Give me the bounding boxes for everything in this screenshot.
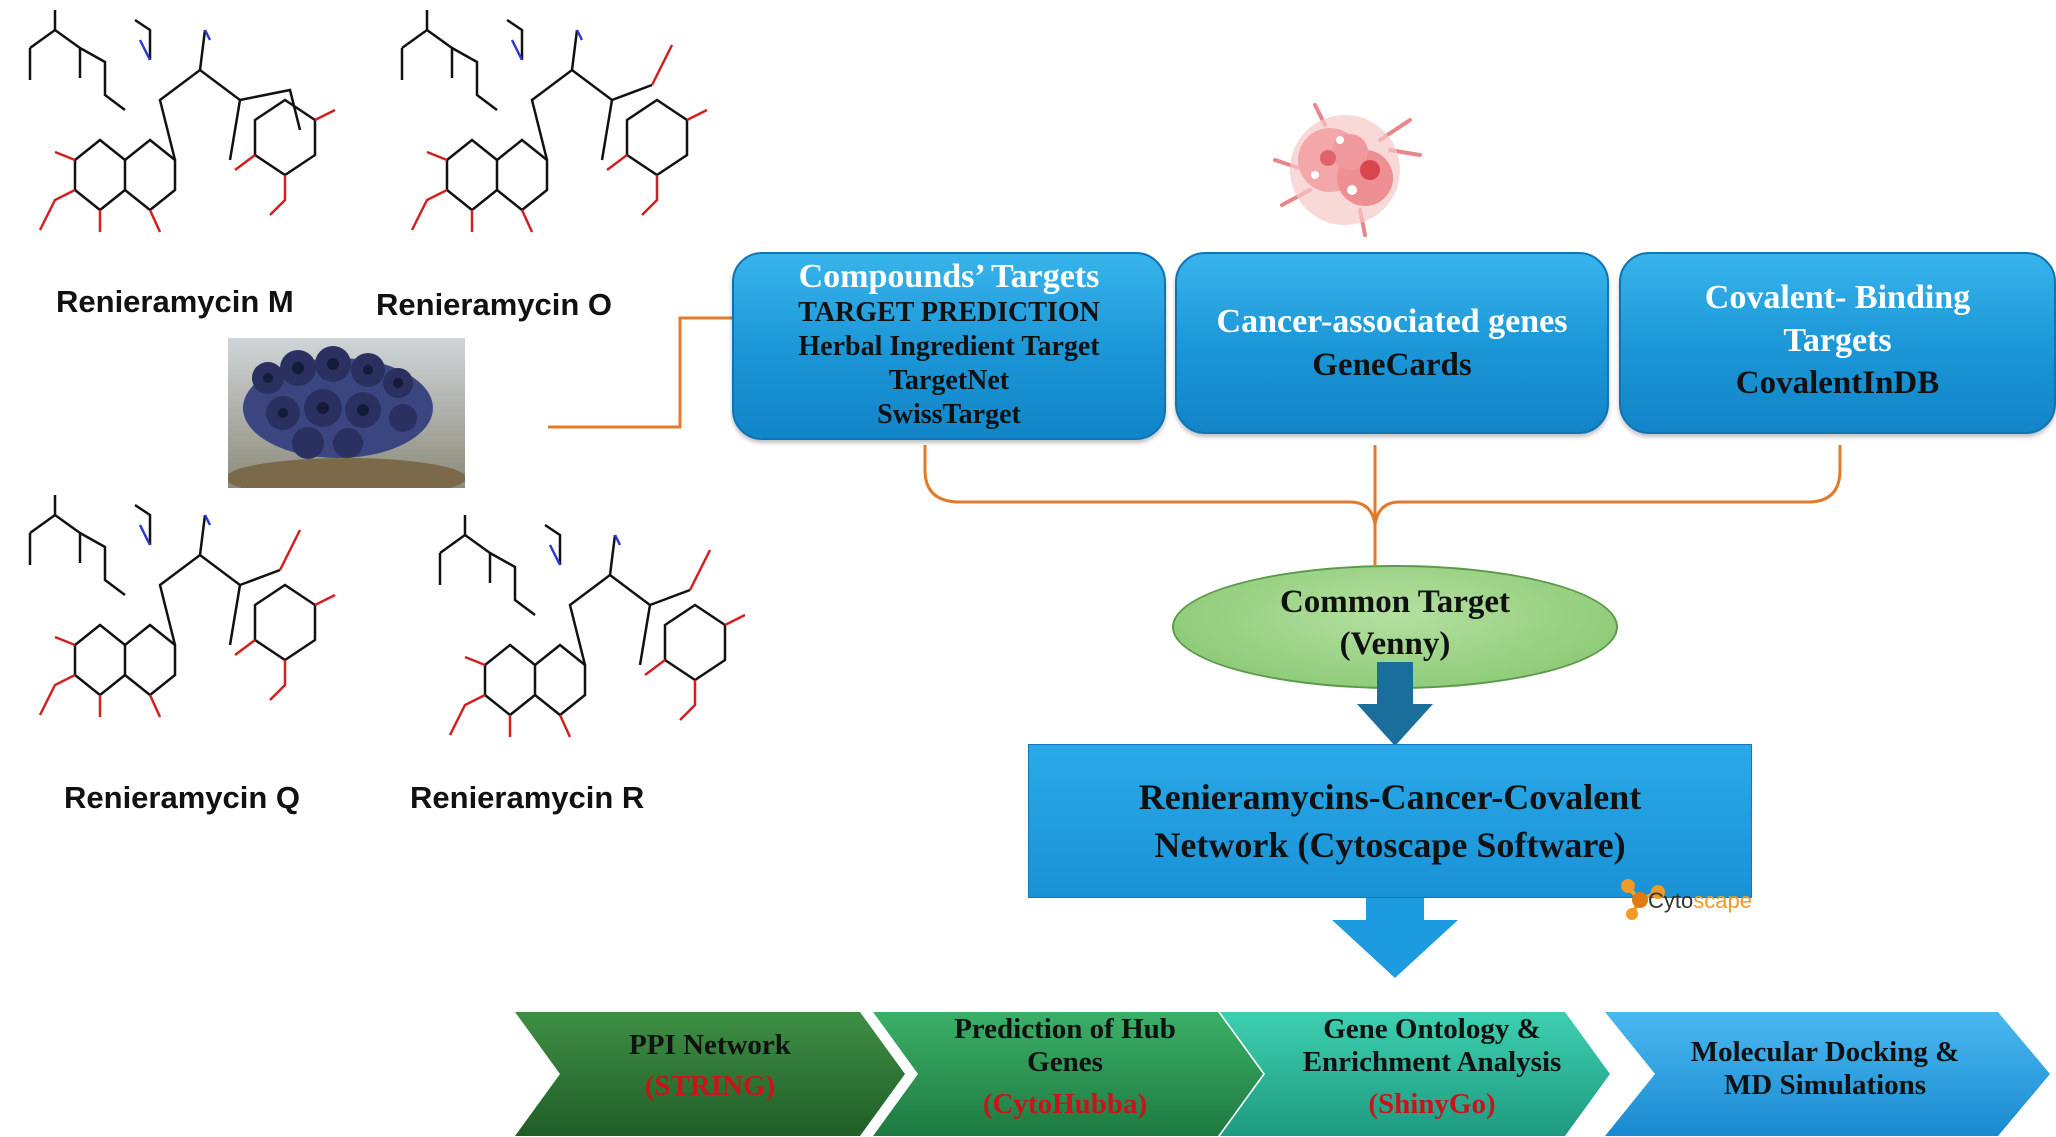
compound-label-o: Renieramycin O — [376, 287, 613, 322]
compound-label-q: Renieramycin Q — [64, 780, 301, 815]
step-1-text: PPI Network (STRING) — [560, 1028, 860, 1103]
step-chevron-2 — [873, 1012, 1263, 1136]
compound-label-r: Renieramycin R — [410, 780, 645, 815]
step-4-text: Molecular Docking & MD Simulations — [1650, 1036, 2000, 1102]
compounds-targets-title: Compounds’ Targets — [798, 258, 1100, 295]
covalent-targets-box: Covalent- Binding Targets CovalentInDB — [1619, 252, 2056, 434]
common-target-label: Common Target — [1279, 584, 1511, 620]
genecards-label: GeneCards — [1312, 347, 1472, 383]
cytoscape-logo-text-b: scape — [1693, 888, 1752, 913]
arrow-down-icon — [1357, 662, 1433, 746]
venny-label: (Venny) — [1339, 626, 1451, 662]
network-title-line1: Renieramycins-Cancer-Covalent — [1138, 777, 1642, 817]
step-3-title-line1: Gene Ontology & — [1323, 1013, 1541, 1045]
compounds-to-sources-line — [548, 316, 735, 429]
compounds-targets-box: Compounds’ Targets TARGET PREDICTION Her… — [732, 252, 1166, 440]
cancer-genes-box: Cancer-associated genes GeneCards — [1175, 252, 1609, 434]
sponge-photo — [228, 338, 465, 488]
step-3-text: Gene Ontology & Enrichment Analysis (Shi… — [1262, 1013, 1602, 1121]
cytoscape-logo-text-a: Cyto — [1648, 888, 1694, 913]
herbal-ingredient-target-label: Herbal Ingredient Target — [798, 331, 1100, 362]
cancer-cell-icon — [1273, 103, 1422, 237]
step-1-tool: (STRING) — [644, 1070, 776, 1102]
structure-renieramycin-r — [438, 515, 746, 738]
network-box: Renieramycins-Cancer-Covalent Network (C… — [1028, 744, 1752, 898]
cancer-genes-title: Cancer-associated genes — [1216, 303, 1568, 340]
swisstarget-label: SwissTarget — [877, 399, 1021, 430]
common-target-ellipse: Common Target (Venny) — [1172, 565, 1618, 689]
structure-renieramycin-o — [400, 10, 708, 233]
step-3-title-line2: Enrichment Analysis — [1302, 1046, 1562, 1078]
step-chevron-1 — [515, 1012, 905, 1136]
step-1-title: PPI Network — [629, 1029, 791, 1061]
step-2-title-line1: Prediction of Hub — [954, 1013, 1176, 1045]
targetnet-label: TargetNet — [888, 365, 1010, 396]
network-title-line2: Network (Cytoscape Software) — [1154, 825, 1626, 865]
step-3-tool: (ShinyGo) — [1368, 1088, 1496, 1120]
step-chevron-4 — [1605, 1012, 2050, 1136]
covalentindb-label: CovalentInDB — [1735, 365, 1940, 401]
step-2-title-line2: Genes — [1027, 1046, 1103, 1078]
step-4-title-line1: Molecular Docking & — [1690, 1036, 1960, 1068]
step-2-tool: (CytoHubba) — [982, 1088, 1148, 1120]
cytoscape-logo-text: Cytoscape — [1648, 888, 1752, 914]
structure-renieramycin-m — [28, 10, 336, 233]
step-4-title-line2: MD Simulations — [1723, 1069, 1927, 1101]
cytoscape-logo-icon — [1621, 879, 1665, 920]
structure-renieramycin-q — [28, 495, 336, 718]
covalent-targets-title-line2: Targets — [1783, 322, 1892, 359]
big-arrow-down-icon — [1332, 898, 1458, 978]
covalent-targets-title-line1: Covalent- Binding — [1704, 279, 1971, 316]
step-2-text: Prediction of Hub Genes (CytoHubba) — [910, 1013, 1220, 1121]
step-chevron-3 — [1220, 1012, 1610, 1136]
target-prediction-label: TARGET PREDICTION — [798, 297, 1100, 328]
compound-label-m: Renieramycin M — [56, 284, 294, 319]
